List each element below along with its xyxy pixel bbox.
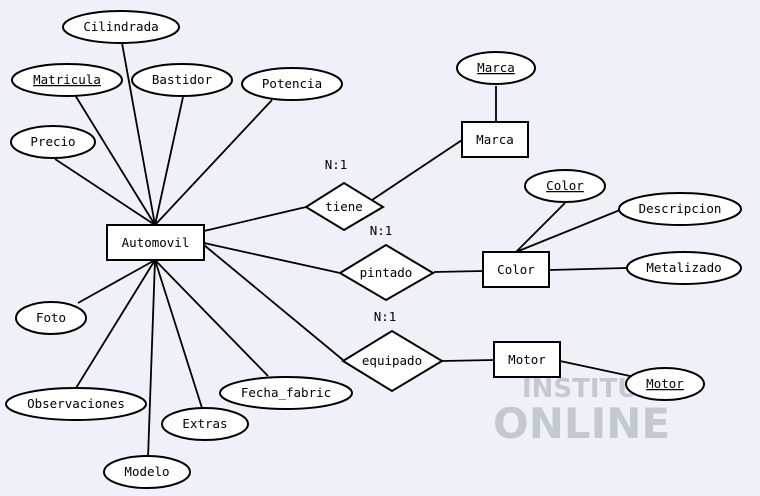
attribute-matricula-key: Matricula [11,63,123,97]
attribute-modelo-label: Modelo [124,464,169,479]
edge-automovil-bastidor [154,96,184,226]
edge-pintado-color [433,270,484,273]
attribute-matricula-label: Matricula [33,72,101,87]
attribute-descripcion-label: Descripcion [639,201,722,216]
edge-automovil-matricula [74,94,156,226]
attribute-modelo: Modelo [103,455,191,489]
entity-color-label: Color [497,262,535,277]
entity-marca-label: Marca [476,132,514,147]
relationship-pintado-label: pintado [360,265,413,280]
attribute-fecha-fabric-label: Fecha_fabric [241,385,331,400]
attribute-foto-label: Foto [36,310,66,325]
edge-motor-key [559,360,631,377]
edge-color-key [515,202,566,253]
edge-automovil-tiene [203,206,307,232]
edge-automovil-potencia [154,99,273,226]
edge-automovil-extras [154,259,203,409]
attribute-precio: Precio [10,125,96,159]
relationship-tiene: tiene [304,181,385,232]
attribute-color-key-label: Color [546,178,584,193]
edge-automovil-cilindrada [121,42,156,226]
attribute-precio-label: Precio [30,134,75,149]
attribute-extras: Extras [161,407,249,441]
attribute-cilindrada-label: Cilindrada [83,19,158,34]
edge-automovil-pintado [203,242,341,274]
attribute-extras-label: Extras [182,416,227,431]
edge-automovil-fecha-fabric [154,259,269,377]
attribute-observaciones: Observaciones [5,387,147,421]
cardinality-equipado: N:1 [374,309,397,324]
attribute-observaciones-label: Observaciones [27,396,125,411]
entity-motor: Motor [493,341,561,378]
attribute-bastidor-label: Bastidor [152,72,213,87]
attribute-descripcion: Descripcion [618,192,742,226]
attribute-motor-key: Motor [625,367,705,401]
attribute-cilindrada: Cilindrada [62,10,180,44]
edge-color-metalizado [549,267,627,271]
attribute-metalizado-label: Metalizado [646,260,721,275]
edge-color-descripcion [515,209,621,253]
entity-automovil-label: Automovil [122,235,190,250]
edge-automovil-foto [77,259,156,304]
relationship-tiene-label: tiene [325,199,363,214]
attribute-marca-key: Marca [456,51,536,85]
entity-automovil: Automovil [106,224,205,261]
entity-color: Color [482,251,550,288]
cardinality-pintado: N:1 [370,223,393,238]
attribute-foto: Foto [15,301,87,335]
attribute-fecha-fabric: Fecha_fabric [219,376,353,410]
attribute-color-key: Color [524,169,606,203]
attribute-bastidor: Bastidor [131,63,233,97]
relationship-pintado: pintado [338,243,435,302]
edge-automovil-modelo [147,259,156,459]
watermark-line3: ONLINE [493,399,670,448]
attribute-metalizado: Metalizado [626,251,742,285]
attribute-marca-key-label: Marca [477,60,515,75]
entity-marca: Marca [461,121,529,158]
edge-equipado-motor [441,359,495,362]
relationship-equipado-label: equipado [362,353,422,368]
edge-automovil-observaciones [75,259,156,389]
edge-automovil-equipado [203,244,344,361]
attribute-motor-key-label: Motor [646,376,684,391]
attribute-potencia-label: Potencia [262,76,322,91]
attribute-potencia: Potencia [241,67,343,101]
entity-motor-label: Motor [508,352,546,367]
edge-automovil-precio [54,158,156,226]
cardinality-tiene: N:1 [325,157,348,172]
relationship-equipado: equipado [341,329,444,393]
connector-lines [54,42,631,459]
edge-tiene-marca [371,139,463,201]
